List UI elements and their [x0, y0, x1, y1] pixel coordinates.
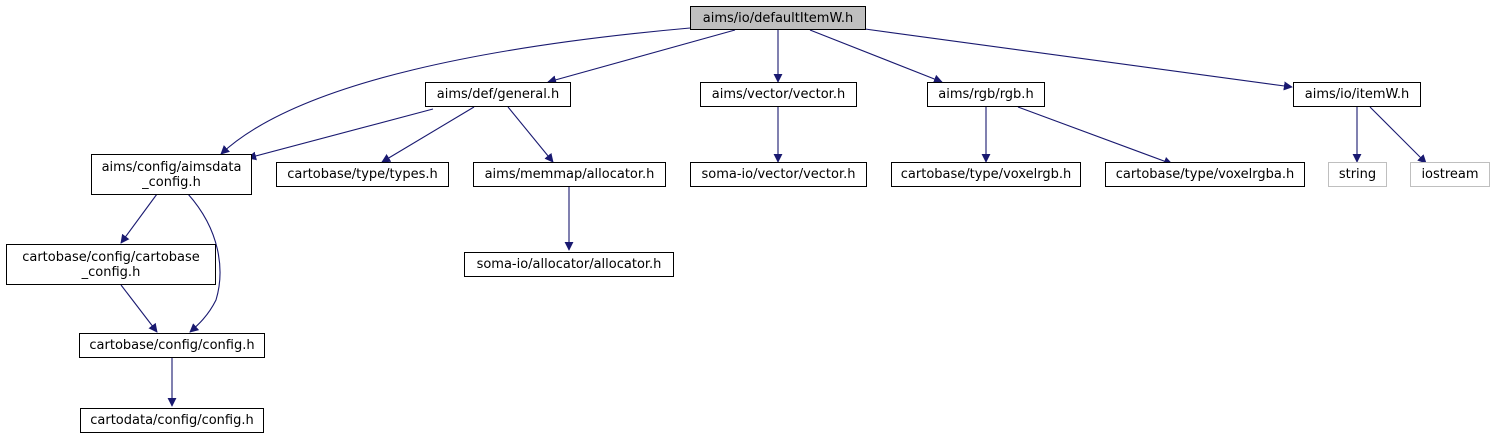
node-voxelrgba[interactable]: cartobase/type/voxelrgba.h: [1105, 162, 1305, 187]
node-rgb[interactable]: aims/rgb/rgb.h: [927, 82, 1045, 107]
edge-aimsdata-config-to-config: [187, 193, 221, 333]
node-default-item-w: aims/io/defaultItemW.h: [690, 6, 866, 30]
edge-defaultitemw-to-general: [547, 29, 736, 85]
edge-defaultitemw-to-aimsdata-config: [220, 27, 691, 155]
node-memmap-allocator[interactable]: aims/memmap/allocator.h: [473, 162, 666, 187]
edge-general-to-types: [381, 106, 475, 163]
edge-defaultitemw-to-itemw: [864, 28, 1293, 91]
node-item-w[interactable]: aims/io/itemW.h: [1293, 82, 1421, 107]
edge-aimsdata-config-to-cartobase-config: [120, 193, 158, 244]
edge-general-to-allocator: [507, 106, 554, 163]
node-soma-allocator[interactable]: soma-io/allocator/allocator.h: [464, 252, 674, 277]
node-iostream: iostream: [1410, 162, 1490, 187]
node-def-general[interactable]: aims/def/general.h: [425, 82, 571, 107]
node-vector[interactable]: aims/vector/vector.h: [700, 82, 857, 107]
node-string: string: [1328, 162, 1387, 187]
node-cartobase-config[interactable]: cartobase/config/cartobase _config.h: [6, 244, 216, 285]
node-cartobase-config-h[interactable]: cartobase/config/config.h: [79, 333, 265, 358]
node-voxelrgb[interactable]: cartobase/type/voxelrgb.h: [891, 162, 1081, 187]
edge-defaultitemw-to-rgb: [809, 29, 943, 84]
edge-general-to-aimsdata-config: [247, 108, 434, 161]
edge-cartobase-config-to-config: [120, 284, 158, 333]
node-types[interactable]: cartobase/type/types.h: [276, 162, 449, 187]
edge-itemw-to-iostream: [1369, 106, 1427, 164]
edge-rgb-to-voxelrgba: [1017, 106, 1173, 166]
node-cartodata-config[interactable]: cartodata/config/config.h: [80, 408, 264, 433]
node-soma-vector[interactable]: soma-io/vector/vector.h: [690, 162, 867, 187]
node-aimsdata-config[interactable]: aims/config/aimsdata _config.h: [91, 154, 252, 195]
